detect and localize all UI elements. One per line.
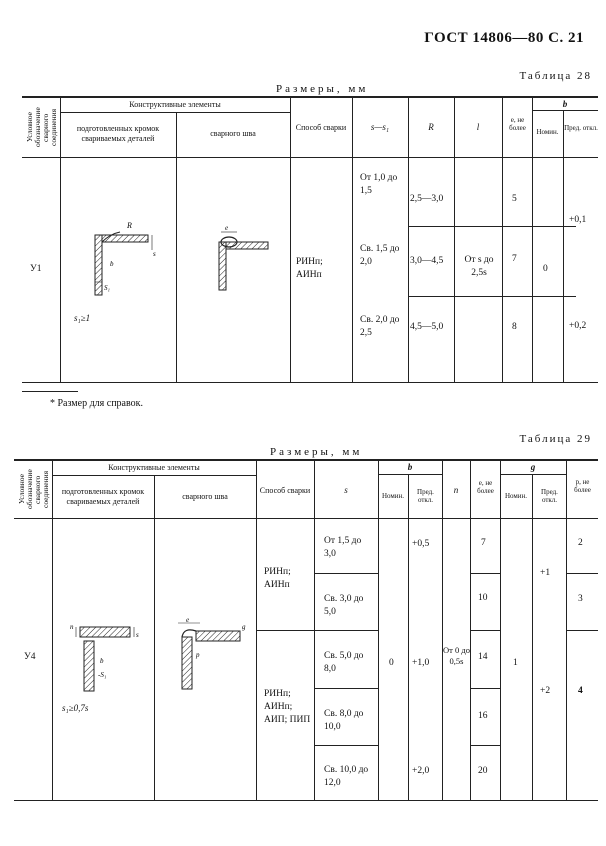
t29-e-0: 7	[481, 538, 486, 548]
t29-col-prepared: подготовленных кромок свариваемых детале…	[61, 487, 145, 506]
t29-b-dev-2: +2,0	[412, 766, 430, 776]
t29-method-1: РИНп; АИНп; АИП; ПИП	[264, 689, 311, 725]
t28-col-b: b	[562, 99, 568, 109]
t28-sketch-label: s₁≥1	[74, 313, 91, 323]
t28-col-s: s—s₁	[370, 122, 390, 132]
t28-R-1: 3,0—4,5	[410, 256, 444, 266]
svg-text:n: n	[70, 623, 74, 631]
t29-s-2: Св. 5,0 до 8,0	[324, 651, 364, 674]
t29-col-construct: Конструктивные элементы	[108, 463, 200, 472]
svg-text:S₁: S₁	[104, 284, 110, 292]
footnote: * Размер для справок.	[50, 398, 143, 409]
t28-col-R: R	[428, 122, 434, 132]
t29-method-0: РИНп; АИНп	[264, 567, 291, 590]
svg-text:-S₁: -S₁	[98, 671, 106, 679]
t28-b-nom: 0	[543, 264, 548, 274]
t28-e-2: 8	[512, 322, 517, 332]
t29-b-dev-1: +1,0	[412, 658, 430, 668]
t29-e-3: 16	[478, 711, 488, 721]
t29-col-method: Способ сварки	[259, 486, 311, 495]
t28-col-prepared: подготовленных кромок свариваемых детале…	[76, 124, 160, 143]
svg-text:p: p	[195, 651, 200, 659]
t28-col-e: e, не более	[509, 116, 526, 132]
t29-e-4: 20	[478, 766, 488, 776]
t29-s-4: Св. 10,0 до 12,0	[324, 765, 369, 788]
t29-g-nom: 1	[513, 658, 518, 668]
t29-row-label: У4	[24, 652, 36, 662]
t29-g-dev-1: +2	[540, 686, 551, 696]
t28-col-construct: Конструктивные элементы	[129, 100, 221, 109]
t29-p-1: 3	[578, 594, 583, 604]
t29-col-g-dev: Пред. откл.	[541, 488, 558, 504]
page-header: ГОСТ 14806—80 С. 21	[424, 30, 584, 46]
table-29-caption: Размеры, мм	[270, 446, 363, 458]
t29-col-weld: сварного шва	[182, 492, 228, 501]
t28-s-1: Св. 1,5 до 2,0	[360, 244, 400, 267]
svg-text:b: b	[100, 657, 104, 665]
t28-col-dev: Пред. откл.	[564, 124, 598, 132]
t29-col-g: g	[530, 462, 536, 472]
svg-text:b: b	[110, 260, 114, 268]
t29-p-2: 4	[578, 686, 583, 696]
svg-text:g: g	[242, 623, 246, 631]
t29-n: От 0 до 0,5s	[443, 645, 470, 666]
t29-b-nom: 0	[389, 658, 394, 668]
t29-e-1: 10	[478, 593, 488, 603]
t29-e-2: 14	[478, 652, 488, 662]
table-28-caption: Размеры, мм	[276, 83, 369, 95]
t29-s-3: Св. 8,0 до 10,0	[324, 709, 364, 732]
t28-col-weld: сварного шва	[210, 129, 256, 138]
t28-sketch-prepared: R b S₁ s	[94, 221, 156, 296]
svg-text:R: R	[126, 221, 132, 230]
svg-text:s: s	[153, 250, 156, 258]
t29-sketch-label: s₁≥0,7s	[62, 703, 89, 713]
t29-s-0: От 1,5 до 3,0	[324, 536, 362, 559]
t28-col-designation: Условное обозначение сварного соединения	[25, 107, 58, 148]
t28-col-l: l	[476, 122, 480, 132]
t29-col-n: n	[453, 485, 459, 495]
t28-col-nom: Номин.	[536, 128, 559, 136]
svg-text:e: e	[225, 224, 228, 232]
t28-s-0: От 1,0 до 1,5	[360, 173, 398, 196]
table-28-name: Таблица 28	[519, 70, 592, 82]
table-29-name: Таблица 29	[519, 433, 592, 445]
t28-R-0: 2,5—3,0	[410, 194, 444, 204]
t29-s-1: Св. 3,0 до 5,0	[324, 594, 364, 617]
t29-g-dev-0: +1	[540, 568, 551, 578]
t28-b-dev-1: +0,2	[569, 321, 587, 331]
t29-col-b-dev: Пред. откл.	[417, 488, 434, 504]
t29-col-b: b	[407, 462, 413, 472]
t28-sketch-weld: e	[218, 224, 269, 291]
t28-b-dev-0: +0,1	[569, 215, 587, 225]
t28-row-label: У1	[30, 264, 42, 274]
t29-col-p: p, не более	[574, 478, 591, 494]
t28-col-method: Способ сварки	[295, 123, 347, 132]
t29-col-b-nom: Номин.	[381, 492, 405, 500]
t29-sketch-prepared: n s b -S₁	[70, 623, 139, 692]
t29-col-s: s	[344, 485, 348, 495]
t29-col-e: e, не более	[477, 479, 494, 495]
svg-text:s: s	[136, 631, 139, 639]
t29-b-dev-0: +0,5	[412, 539, 430, 549]
t28-l: От s до 2,5s	[464, 255, 494, 278]
t28-method: РИНп; АИНп	[296, 257, 323, 280]
t29-col-g-nom: Номин.	[504, 492, 528, 500]
t29-col-designation: Условное обозначение сварного соединения	[17, 469, 50, 510]
svg-text:e: e	[186, 616, 189, 624]
t28-e-0: 5	[512, 194, 517, 204]
t28-s-2: Св. 2,0 до 2,5	[360, 315, 400, 338]
t28-e-1: 7	[512, 254, 517, 264]
t28-R-2: 4,5—5,0	[410, 322, 444, 332]
t29-p-0: 2	[578, 538, 583, 548]
t29-sketch-weld: e g p	[178, 616, 246, 690]
